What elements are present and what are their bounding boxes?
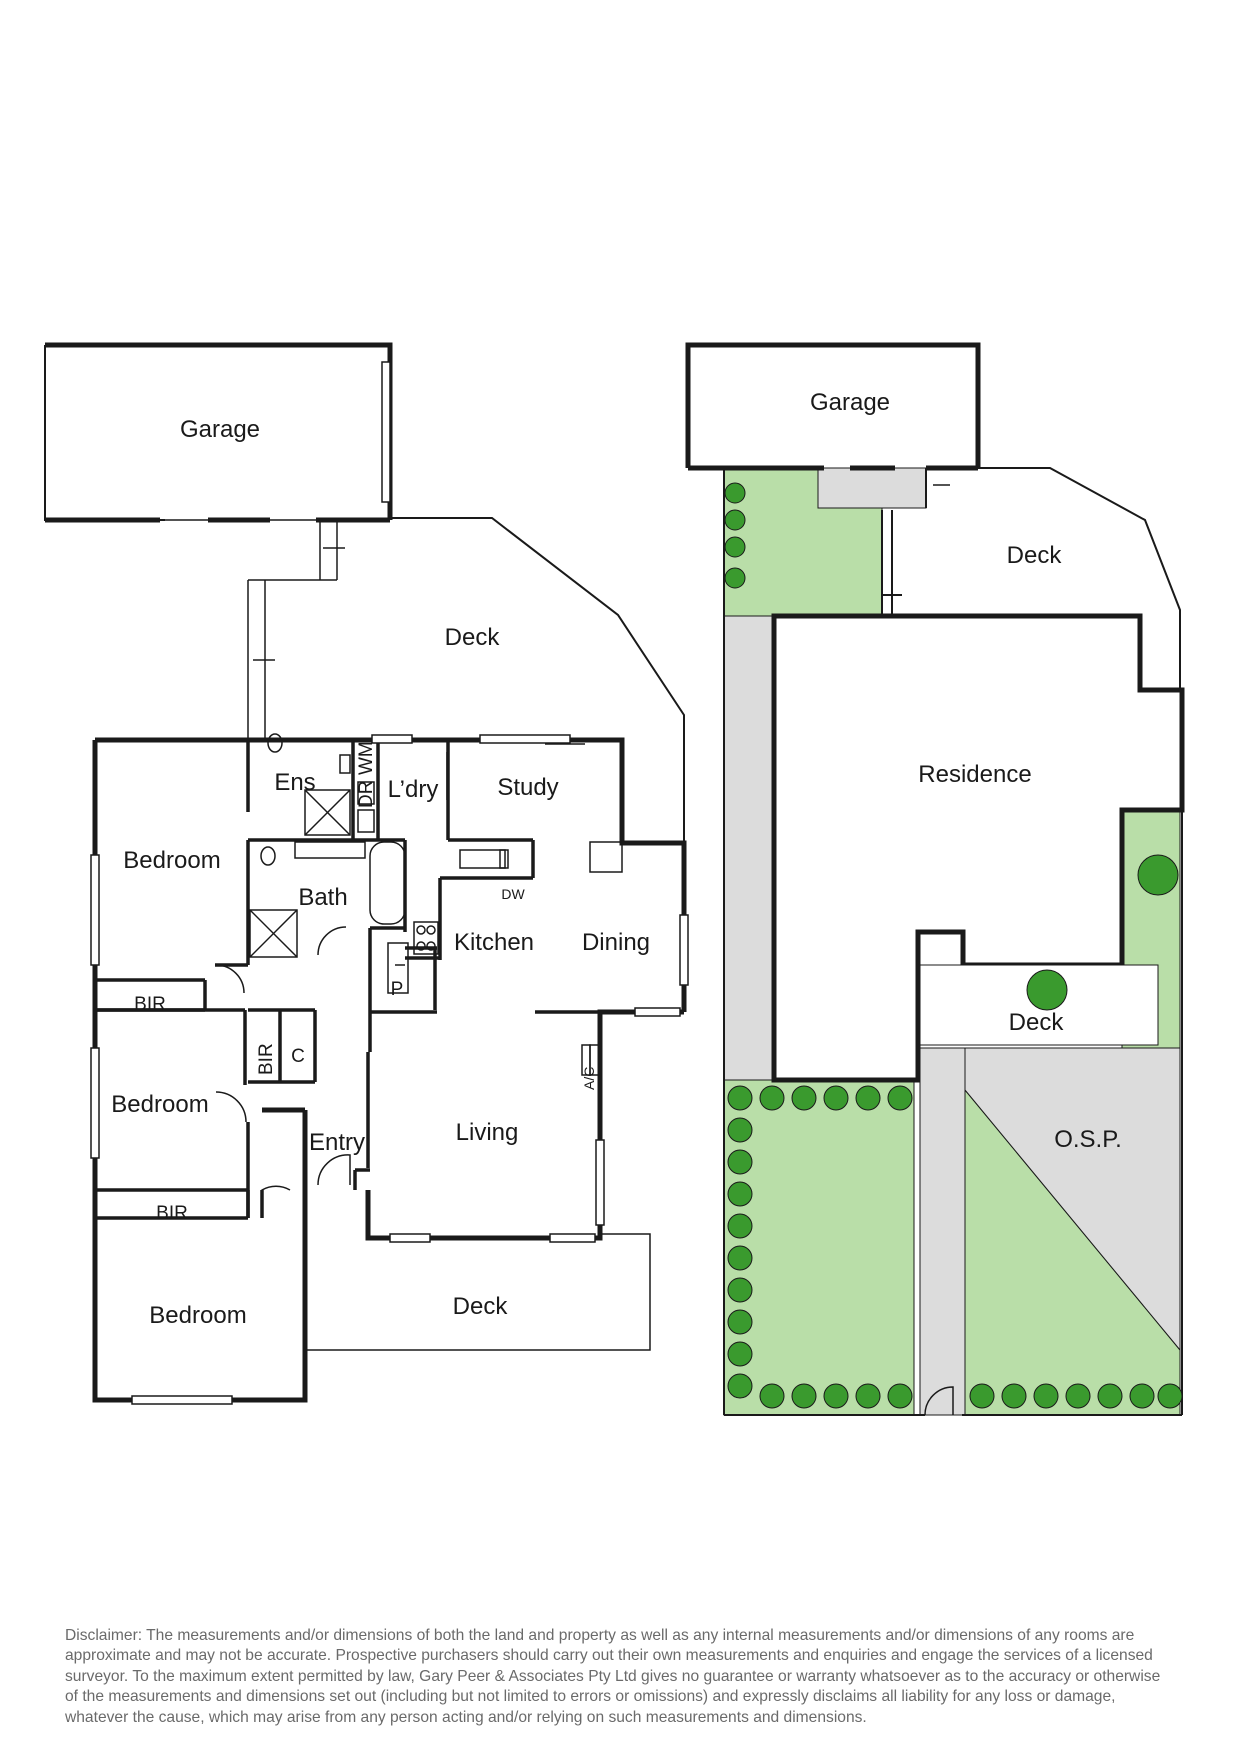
site-plan: Garage Deck Residence Deck O.S.P.: [685, 342, 1185, 1416]
sink: [459, 849, 506, 869]
label-dining: Dining: [582, 929, 650, 956]
label-bath: Bath: [298, 884, 347, 911]
site-plan-labels: Garage Deck Residence Deck O.S.P.: [810, 389, 1122, 1153]
door-swings: [215, 743, 585, 1218]
label-bedroom-2: Bedroom: [111, 1091, 208, 1118]
shower-ens: [304, 789, 351, 836]
shrubs: [724, 482, 1183, 1409]
garage-outline: [44, 342, 393, 523]
site-garage: [685, 342, 981, 508]
label-dr: DR: [356, 781, 377, 808]
label-ac: A/C: [581, 1067, 597, 1090]
interior-walls: [93, 740, 600, 1220]
site-boundary: [723, 468, 1183, 1416]
label-bedroom-1: Bedroom: [123, 847, 220, 874]
label-study: Study: [497, 774, 558, 801]
label-wm: WM: [356, 741, 377, 775]
label-entry: Entry: [309, 1129, 365, 1156]
label-living: Living: [456, 1119, 519, 1146]
label-osp: O.S.P.: [1054, 1126, 1122, 1153]
floor-plan-labels: Garage Deck Ens L’dry DR WM Study Bedroo…: [111, 416, 650, 1329]
vanity: [294, 841, 366, 859]
stove: [413, 921, 439, 955]
label-laundry: L’dry: [388, 776, 439, 803]
label-c: C: [291, 1046, 305, 1067]
label-dw: DW: [501, 886, 525, 902]
windows: [90, 734, 689, 1405]
label-site-deck-front: Deck: [1009, 1009, 1065, 1036]
label-garage: Garage: [180, 416, 260, 443]
label-bir-3: BIR: [156, 1203, 188, 1224]
disclaimer-text: Disclaimer: The measurements and/or dime…: [65, 1627, 1161, 1726]
site-rear-deck: [881, 467, 1181, 690]
label-kitchen: Kitchen: [454, 929, 534, 956]
label-site-garage: Garage: [810, 389, 890, 416]
label-residence: Residence: [918, 761, 1031, 788]
label-pantry: P: [391, 979, 404, 1000]
walkway: [247, 520, 345, 740]
label-bir-1: BIR: [134, 994, 166, 1015]
label-ens: Ens: [274, 769, 315, 796]
paving-areas: [723, 467, 1181, 1416]
front-deck-outline: [305, 1233, 651, 1351]
shower-bath: [249, 909, 298, 958]
label-deck-rear: Deck: [445, 624, 501, 651]
label-site-deck-rear: Deck: [1007, 542, 1063, 569]
bathtub: [369, 841, 406, 925]
label-bir-2: BIR: [256, 1043, 277, 1075]
label-deck-front: Deck: [453, 1293, 509, 1320]
fixtures: [249, 733, 623, 1076]
rear-deck-outline: [390, 517, 685, 843]
floor-plan: [44, 342, 689, 1405]
label-bedroom-3: Bedroom: [149, 1302, 246, 1329]
